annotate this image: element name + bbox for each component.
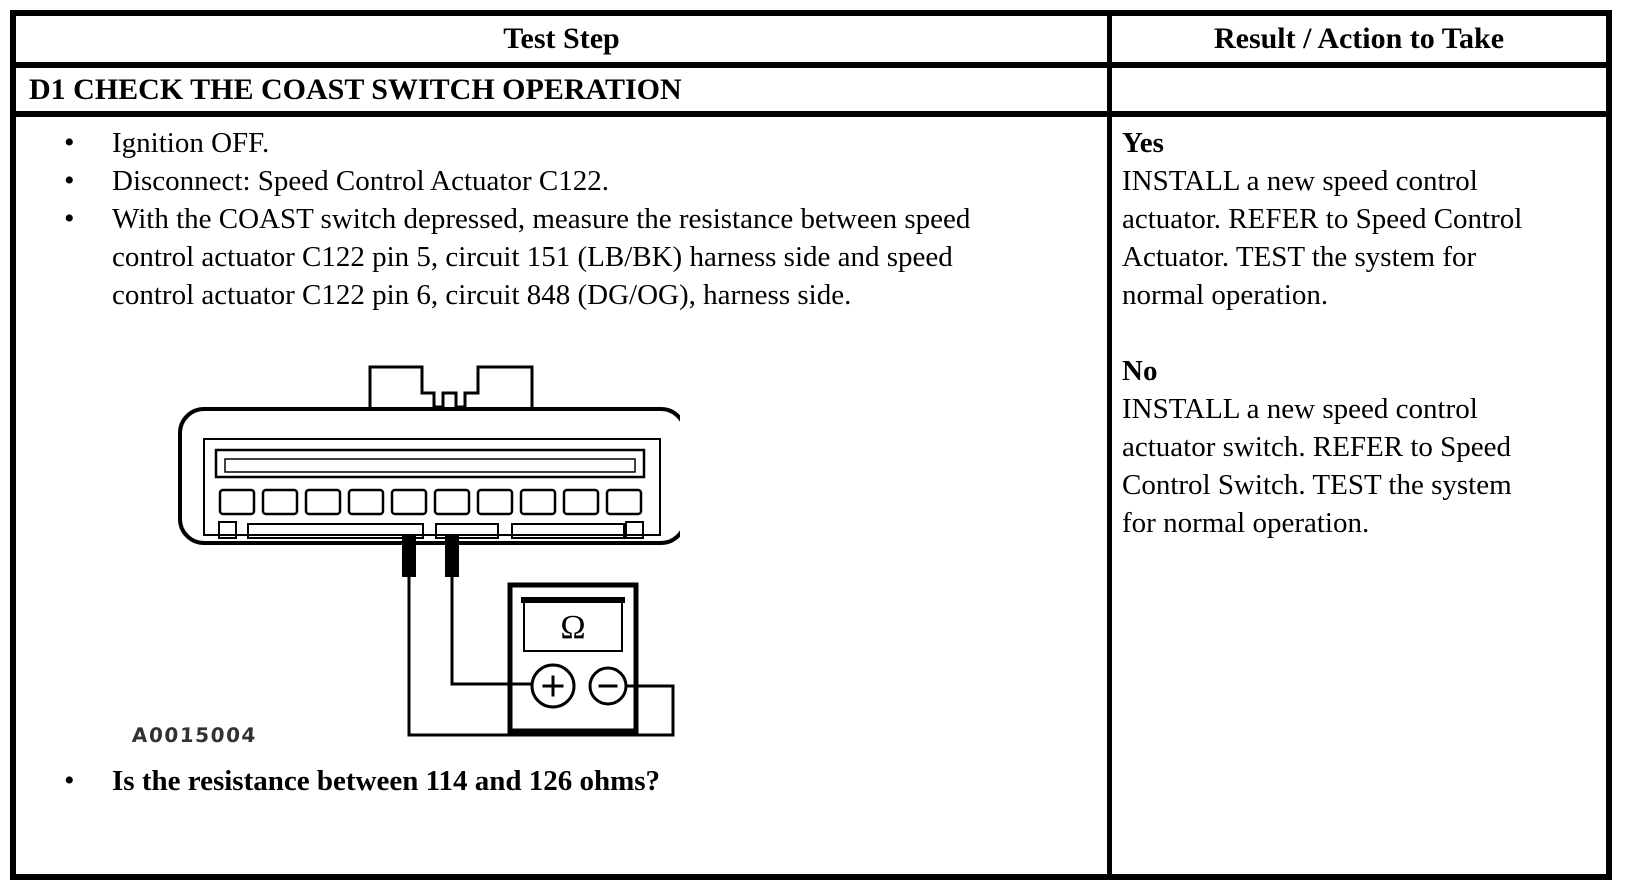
table-body-row: • Ignition OFF. • Disconnect: Speed Cont…: [16, 117, 1606, 874]
figure-id-label: A0015004: [131, 723, 258, 747]
blade-slot: [214, 448, 646, 479]
test-step-column-header: Test Step: [503, 22, 620, 55]
probe-pin-5: [402, 535, 416, 577]
connector-latches: [218, 521, 644, 539]
list-item: • Ignition OFF.: [64, 124, 1074, 162]
step-title: D1 CHECK THE COAST SWITCH OPERATION: [29, 73, 682, 106]
result-content: Yes INSTALL a new speed control actuator…: [1112, 117, 1606, 542]
yes-action-text: INSTALL a new speed control actuator. RE…: [1122, 165, 1523, 311]
test-question: • Is the resistance between 114 and 126 …: [64, 762, 660, 800]
pinpoint-test-table: Test Step Result / Action to Take D1 CHE…: [10, 10, 1612, 880]
positive-terminal-icon: [530, 663, 576, 709]
test-step-cell: • Ignition OFF. • Disconnect: Speed Cont…: [16, 117, 1112, 874]
ohmmeter-display: [523, 597, 623, 652]
header-cell-test-step: Test Step: [16, 16, 1112, 62]
instruction-list: • Ignition OFF. • Disconnect: Speed Cont…: [64, 124, 1074, 314]
result-action-cell: Yes INSTALL a new speed control actuator…: [1112, 117, 1606, 874]
test-question-text: Is the resistance between 114 and 126 oh…: [112, 765, 661, 797]
instruction-text: Disconnect: Speed Control Actuator C122.: [112, 165, 609, 197]
probe-pin-6: [445, 535, 459, 577]
table-header-row: Test Step Result / Action to Take: [16, 16, 1606, 68]
step-title-cell: D1 CHECK THE COAST SWITCH OPERATION: [16, 68, 1112, 111]
no-action-text: INSTALL a new speed control actuator swi…: [1122, 393, 1512, 539]
negative-terminal-icon: [588, 666, 628, 706]
bullet-icon: •: [64, 164, 75, 197]
connector-top-tab: [368, 365, 534, 411]
result-spacer: [1122, 314, 1598, 352]
list-item: • With the COAST switch depressed, measu…: [64, 200, 1074, 314]
no-label: No: [1122, 355, 1158, 387]
instruction-text: Ignition OFF.: [112, 127, 270, 159]
blade-slot-inner: [224, 458, 636, 473]
terminal-pins: [218, 488, 643, 516]
test-lead-wire-1: [407, 575, 675, 737]
list-item: • Disconnect: Speed Control Actuator C12…: [64, 162, 1074, 200]
test-lead-wire-2: [450, 575, 533, 686]
bullet-icon: •: [64, 126, 75, 159]
step-title-row: D1 CHECK THE COAST SWITCH OPERATION: [16, 68, 1606, 117]
header-cell-result: Result / Action to Take: [1112, 16, 1606, 62]
instruction-text: With the COAST switch depressed, measure…: [112, 203, 971, 311]
connector-ohmmeter-figure: Ω: [178, 365, 680, 737]
connector-cavity: [203, 438, 661, 536]
step-title-empty-cell: [1112, 68, 1606, 111]
result-column-header: Result / Action to Take: [1213, 22, 1505, 55]
bullet-icon: •: [64, 202, 75, 235]
bullet-icon: •: [64, 764, 75, 797]
yes-label: Yes: [1122, 127, 1164, 159]
ohm-symbol: Ω: [560, 609, 585, 646]
